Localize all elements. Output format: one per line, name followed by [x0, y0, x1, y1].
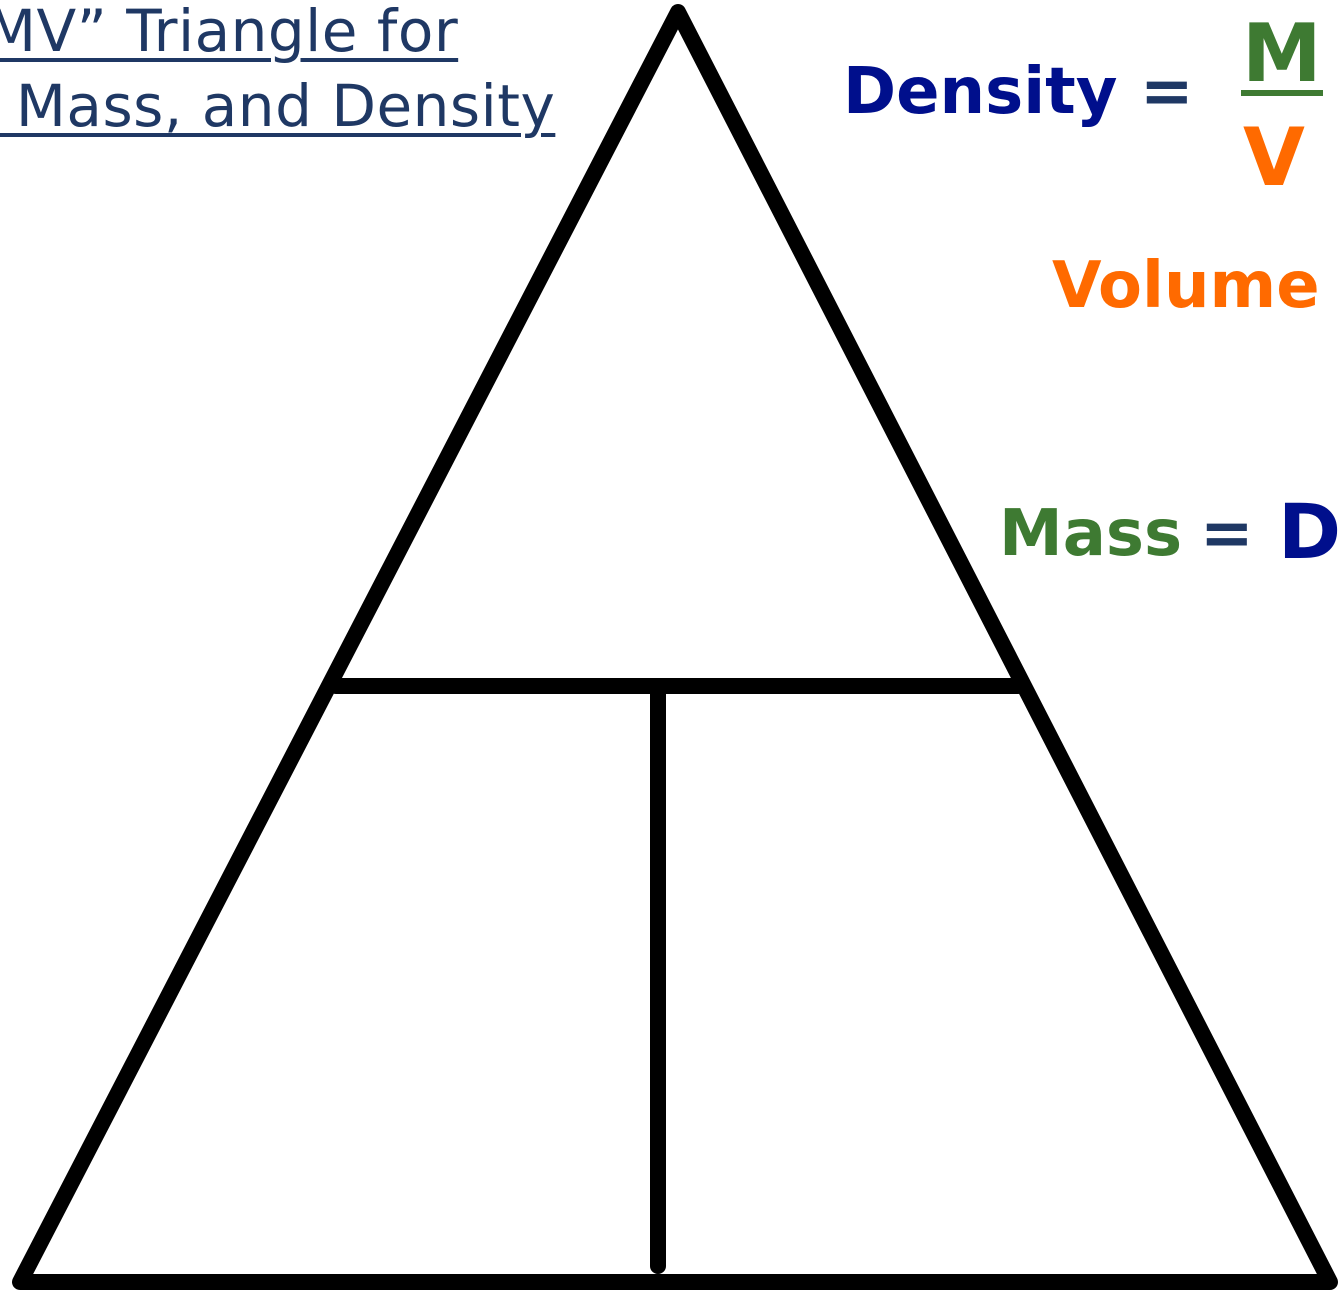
density-fraction-denominator: V [1243, 111, 1305, 204]
title-line-2: , Mass, and Density [0, 72, 556, 140]
density-label: Density [843, 55, 1118, 129]
density-fraction-bar [1241, 90, 1323, 96]
density-fraction-numerator: M [1242, 7, 1322, 100]
mass-equals-sign: = [1200, 497, 1254, 571]
mass-formula-rhs: D [1278, 487, 1341, 576]
title-line-1: MV” Triangle for [0, 0, 459, 65]
mass-label: Mass [999, 497, 1183, 571]
triangle-outline [12, 4, 1338, 1290]
density-equals-sign: = [1140, 55, 1194, 129]
volume-label: Volume [1052, 249, 1320, 323]
